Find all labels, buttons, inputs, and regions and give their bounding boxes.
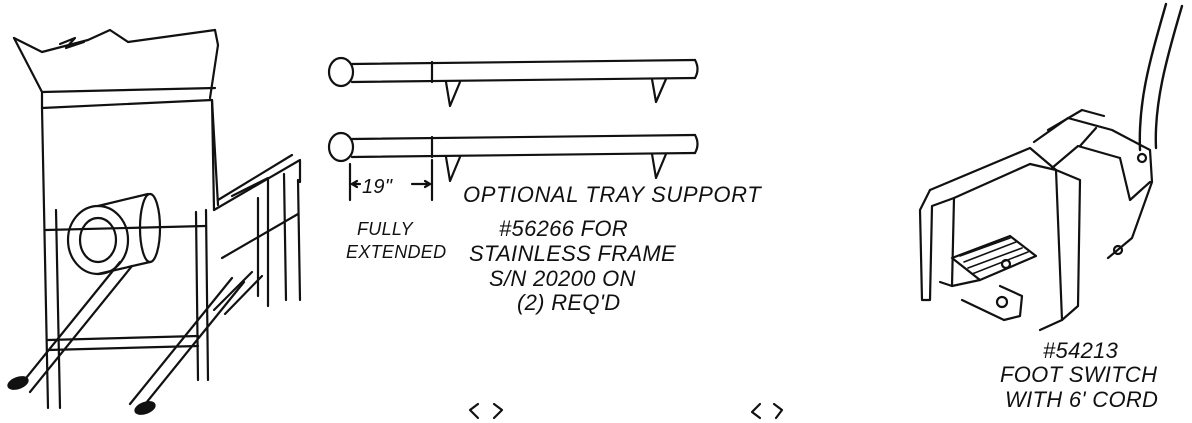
foot-switch-cord: WITH 6' CORD [1005, 387, 1159, 412]
dimension-marker [348, 158, 434, 202]
tray-support-rod-top [327, 56, 699, 108]
tray-support-part-number: #56266 FOR [499, 216, 628, 241]
tray-support-rod-bottom [327, 131, 699, 183]
tray-support-quantity: (2) REQ'D [517, 290, 621, 315]
tray-support-serial: S/N 20200 ON [489, 266, 636, 291]
bracket-marks [468, 402, 784, 420]
dimension-value: 19" [362, 176, 393, 198]
fryer-frame-illustration [7, 28, 302, 415]
foot-switch-illustration [918, 2, 1184, 332]
tray-support-frame: STAINLESS FRAME [469, 241, 677, 266]
foot-switch-title: FOOT SWITCH [1000, 362, 1158, 387]
dimension-note-fully: FULLY [357, 219, 413, 239]
dimension-note-extended: EXTENDED [346, 242, 447, 262]
foot-switch-part-number: #54213 [1043, 338, 1119, 363]
tray-support-title: OPTIONAL TRAY SUPPORT [463, 182, 762, 207]
